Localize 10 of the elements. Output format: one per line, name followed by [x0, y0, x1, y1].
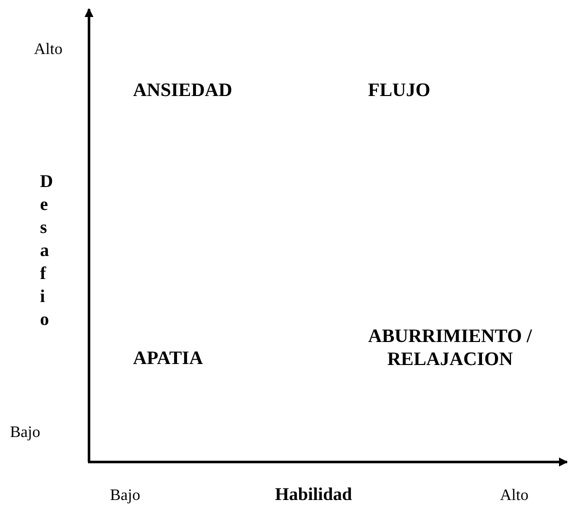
axis-tick-label: Alto [500, 486, 528, 506]
axis-tick-label: Bajo [10, 423, 40, 442]
axis-tick-label: Alto [34, 40, 62, 60]
axis-title: Desafio [40, 170, 54, 331]
axis-tick-label: Bajo [110, 486, 140, 506]
quadrant-label: FLUJO [368, 80, 430, 103]
quadrant-label: ABURRIMIENTO / RELAJACION [367, 326, 533, 372]
quadrant-label: APATIA [133, 348, 204, 371]
axis-title: Habilidad [275, 484, 352, 506]
quadrant-label: ANSIEDAD [133, 80, 232, 103]
